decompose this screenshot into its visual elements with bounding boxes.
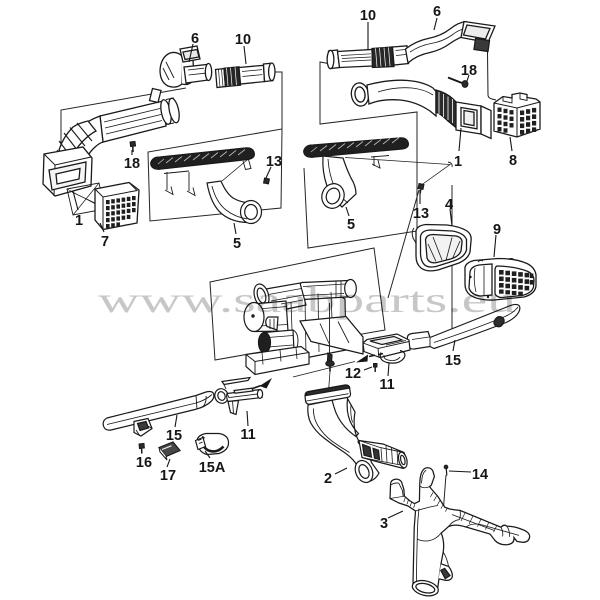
svg-text:12: 12 bbox=[345, 366, 361, 382]
svg-text:8: 8 bbox=[509, 153, 517, 169]
svg-text:17: 17 bbox=[160, 468, 176, 484]
svg-text:5: 5 bbox=[347, 217, 355, 233]
svg-text:18: 18 bbox=[124, 156, 140, 172]
svg-text:18: 18 bbox=[461, 63, 477, 79]
svg-text:14: 14 bbox=[472, 467, 488, 483]
svg-text:10: 10 bbox=[360, 8, 376, 24]
svg-text:1: 1 bbox=[454, 154, 462, 170]
svg-text:15A: 15A bbox=[199, 460, 226, 476]
svg-text:3: 3 bbox=[380, 516, 388, 532]
svg-text:10: 10 bbox=[235, 32, 251, 48]
svg-text:15: 15 bbox=[445, 353, 461, 369]
svg-text:6: 6 bbox=[191, 31, 199, 47]
svg-text:11: 11 bbox=[379, 377, 394, 393]
svg-text:www.saabparts.eu: www.saabparts.eu bbox=[98, 280, 516, 320]
svg-text:9: 9 bbox=[493, 222, 501, 238]
svg-text:4: 4 bbox=[445, 197, 453, 213]
svg-text:5: 5 bbox=[233, 236, 241, 252]
svg-text:7: 7 bbox=[101, 234, 109, 250]
svg-text:16: 16 bbox=[136, 455, 152, 471]
svg-text:15: 15 bbox=[166, 428, 182, 444]
svg-text:2: 2 bbox=[324, 471, 332, 487]
svg-text:11: 11 bbox=[240, 427, 255, 443]
svg-text:13: 13 bbox=[266, 154, 282, 170]
svg-text:6: 6 bbox=[433, 4, 441, 20]
svg-text:13: 13 bbox=[413, 206, 429, 222]
svg-text:1: 1 bbox=[75, 213, 83, 229]
